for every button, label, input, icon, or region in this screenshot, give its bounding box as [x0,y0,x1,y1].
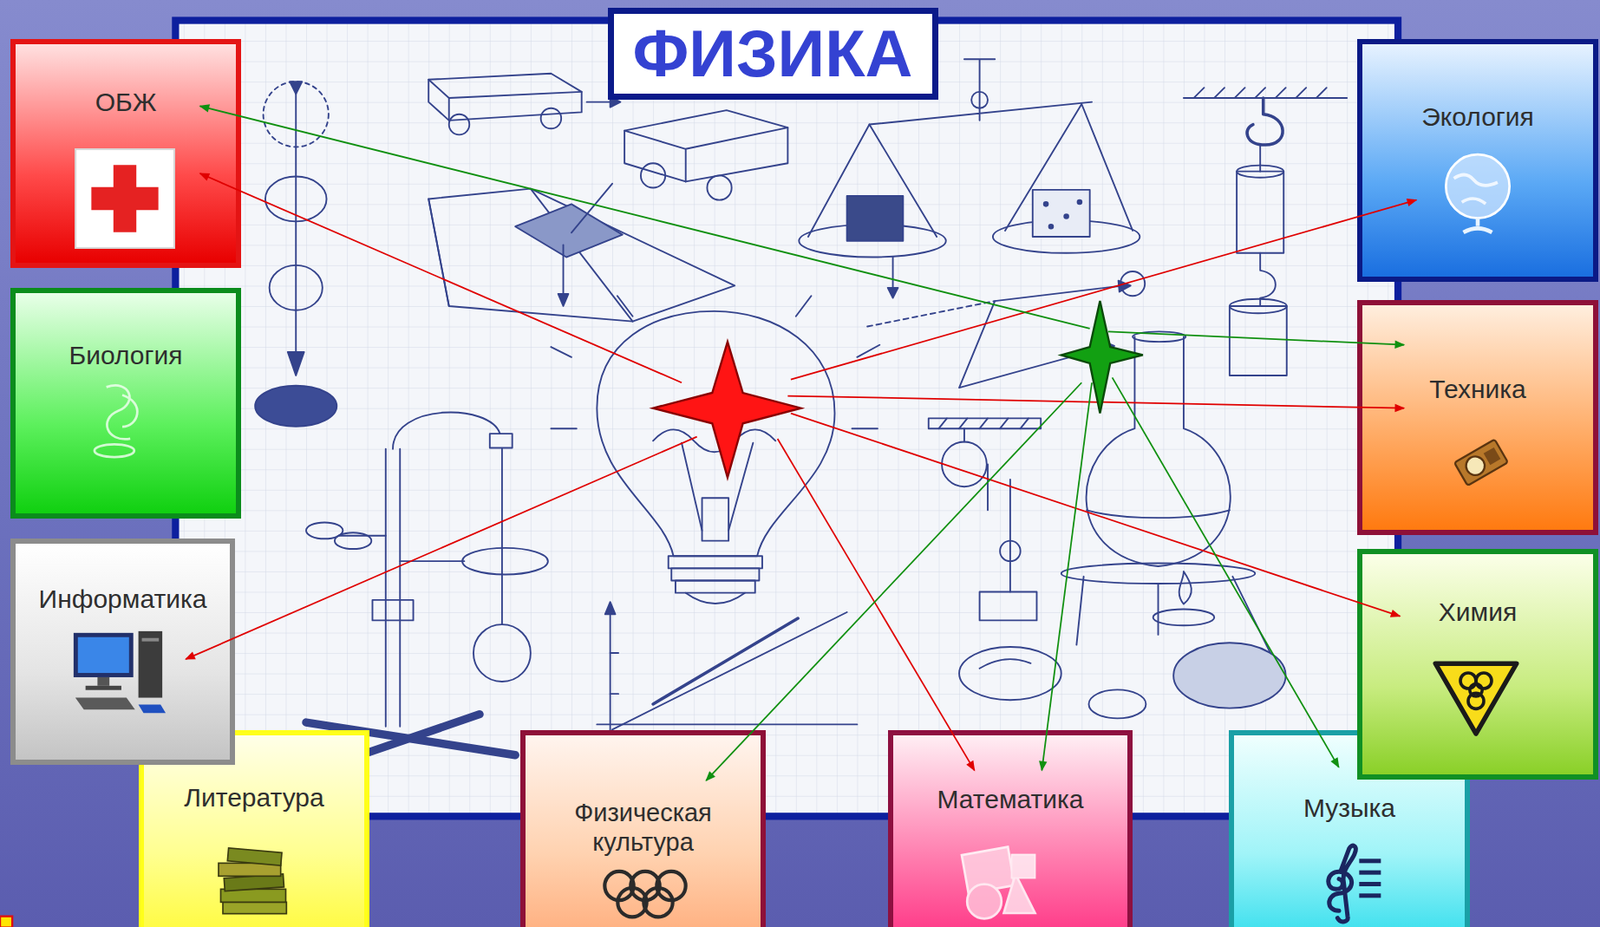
subject-name: Химия [1362,596,1594,627]
corner-mark [0,916,13,927]
subject-icon [1430,146,1526,242]
subject-icon [71,145,178,252]
icon-graphic [1439,419,1520,500]
red-arrows [185,173,1417,771]
subject-name: Математика [893,783,1128,815]
subject-name: Музыка [1234,792,1465,823]
subject-icon [1439,419,1520,500]
subject-box: ОБЖ [10,39,242,268]
icon-graphic [1429,649,1523,744]
subject-box: Физическая культура [520,730,766,927]
red-star [653,341,802,477]
subject-box: Математика [888,730,1133,927]
subject-icon [1429,649,1523,744]
subject-box: Экология [1357,39,1599,282]
subject-name: Физическая культура [525,797,761,857]
subject-name: Информатика [15,583,230,614]
subject-box: Информатика [10,538,236,765]
icon-graphic [953,835,1047,927]
green-arrows [200,105,1405,781]
subject-name: Техника [1362,373,1594,405]
icon-graphic [74,371,170,467]
subject-icon [66,624,170,727]
panel [175,20,1398,817]
subject-name: Экология [1362,101,1594,132]
icon-graphic [1430,146,1526,242]
icon-graphic [1304,838,1392,926]
green-star [1061,300,1143,413]
sketches [254,58,1347,764]
subject-box: Химия [1357,548,1599,780]
icon-graphic [601,853,689,927]
subject-icon [74,371,170,467]
title-text: ФИЗИКА [633,20,914,87]
subject-icon [601,853,689,927]
icon-graphic [71,145,178,252]
title-box: ФИЗИКА [607,7,939,100]
subject-icon [1304,838,1392,926]
subject-icon [953,835,1047,927]
subject-name: ОБЖ [15,86,236,118]
icon-graphic [209,838,297,926]
subject-name: Биология [15,339,236,371]
subject-box: Биология [10,287,242,519]
subject-name: Литература [143,782,365,813]
subject-box: Техника [1357,300,1599,536]
icon-graphic [66,624,170,727]
subject-icon [209,838,297,926]
